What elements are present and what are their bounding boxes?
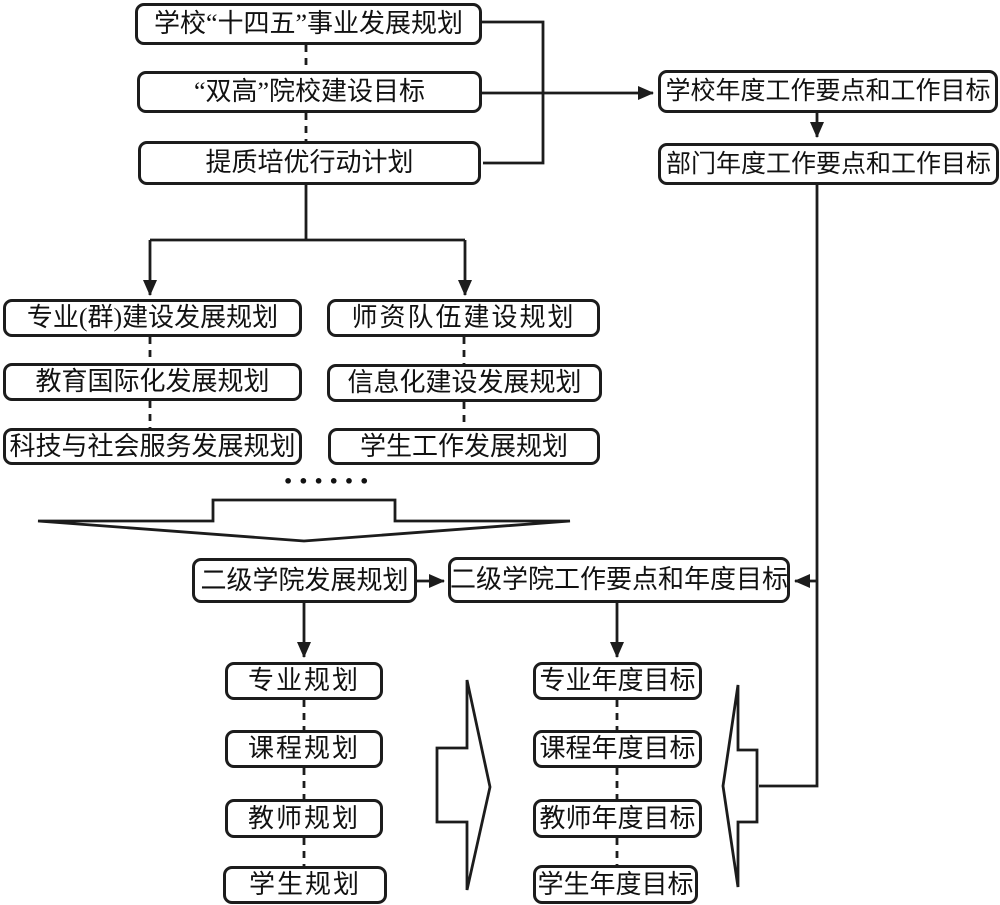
node-student-work-plan: 学生工作发展规划 (328, 428, 600, 465)
node-informatization-plan: 信息化建设发展规划 (327, 364, 602, 402)
node-quality-action-plan: 提质培优行动计划 (138, 141, 481, 185)
node-school-annual-goals: 学校年度工作要点和工作目标 (658, 70, 998, 113)
node-course-annual-goal: 课程年度目标 (533, 730, 702, 768)
node-major-annual-goal: 专业年度目标 (533, 662, 702, 700)
node-education-intl-plan: 教育国际化发展规划 (3, 363, 302, 401)
line-dept-down-right-side (759, 185, 819, 788)
node-teacher-plan: 教师规划 (225, 799, 383, 838)
node-major-plan: 专业规划 (225, 662, 383, 700)
node-dept-annual-goals: 部门年度工作要点和工作目标 (658, 143, 999, 185)
node-scitech-service-plan: 科技与社会服务发展规划 (3, 428, 302, 465)
node-school-14-5-plan: 学校“十四五”事业发展规划 (135, 3, 482, 45)
branch-stem-and-bar (150, 185, 465, 242)
node-course-plan: 课程规划 (225, 730, 383, 768)
node-teacher-annual-goal: 教师年度目标 (533, 799, 702, 838)
node-student-plan: 学生规划 (223, 866, 387, 904)
node-faculty-plan: 师资队伍建设规划 (327, 299, 600, 337)
node-student-annual-goal: 学生年度目标 (533, 865, 698, 904)
ellipsis-dots: •••••• (283, 472, 375, 491)
big-down-arrow (37, 498, 571, 543)
node-major-group-plan: 专业(群)建设发展规划 (3, 299, 302, 337)
node-double-high-goal: “双高”院校建设目标 (137, 71, 482, 113)
node-college-annual-goals: 二级学院工作要点和年度目标 (448, 557, 790, 603)
big-right-arrow (435, 679, 492, 891)
node-college-development-plan: 二级学院发展规划 (192, 558, 417, 603)
big-left-arrow (721, 684, 759, 888)
